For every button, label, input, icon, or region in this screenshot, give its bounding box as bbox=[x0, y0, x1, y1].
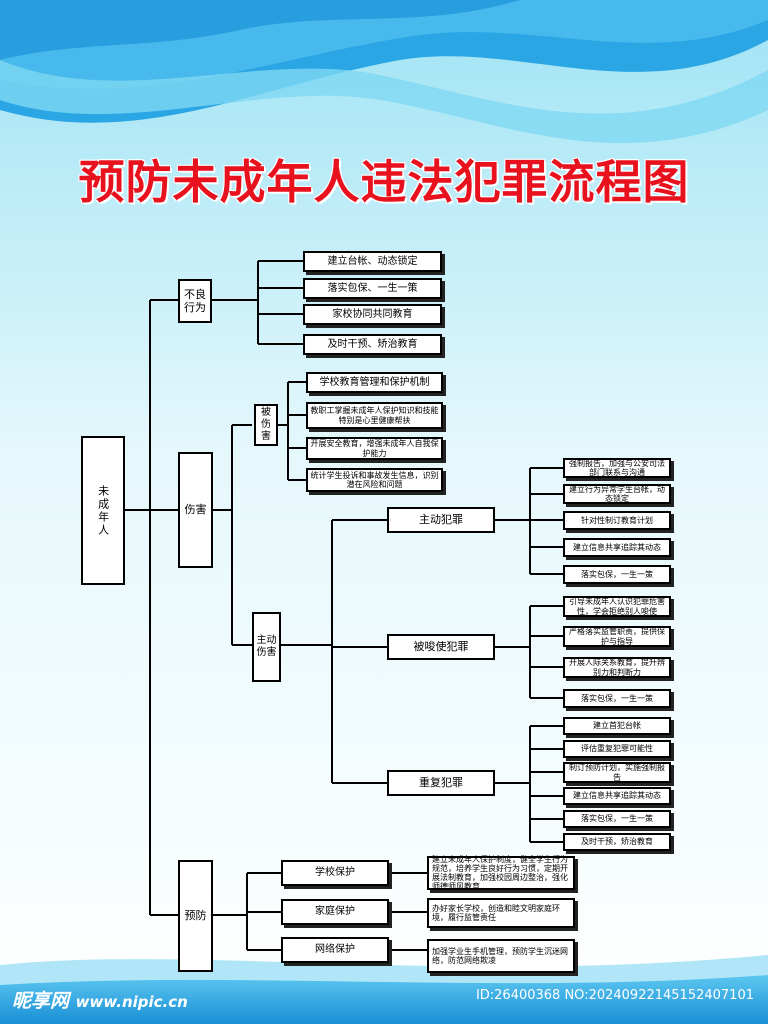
proactive-item-1: 强制报告，加强与公安司法部门联系与沟通 bbox=[563, 458, 671, 478]
node-active-harm: 主动伤害 bbox=[252, 612, 281, 682]
bad-behavior-item-2: 落实包保、一生一策 bbox=[303, 278, 442, 299]
victim-item-3: 开展安全教育，增强未成年人自我保护能力 bbox=[306, 437, 443, 460]
node-victim: 被伤害 bbox=[254, 404, 278, 446]
node-harm: 伤害 bbox=[178, 452, 213, 568]
victim-item-4: 统计学生投诉和事故发生信息，识别潜在风险和问题 bbox=[306, 468, 443, 492]
proactive-item-3: 针对性制订教育计划 bbox=[563, 511, 671, 530]
repeat-item-3: 制订预防计划，实施强制报告 bbox=[563, 762, 671, 783]
instigated-item-2: 严格落实监管职责，提供保护与指导 bbox=[563, 626, 671, 647]
watermark-id: ID:26400368 NO:20240922145152407101 bbox=[475, 988, 754, 1003]
repeat-item-2: 评估重复犯罪可能性 bbox=[563, 740, 671, 758]
instigated-item-4: 落实包保，一生一策 bbox=[563, 689, 671, 708]
victim-item-1: 学校教育管理和保护机制 bbox=[306, 372, 443, 393]
node-proactive-crime: 主动犯罪 bbox=[387, 507, 495, 533]
instigated-item-1: 引导未成年人认识犯罪危害性，学会拒绝别人唆使 bbox=[563, 596, 671, 617]
repeat-item-1: 建立首犯台帐 bbox=[563, 717, 671, 735]
node-network-protection: 网络保护 bbox=[281, 937, 389, 963]
family-protection-desc: 办好家长学校，创造和睦文明家庭环境，履行监管责任 bbox=[427, 898, 575, 928]
watermark-site: www.nipic.cn bbox=[75, 993, 188, 1011]
node-repeat-crime: 重复犯罪 bbox=[387, 770, 495, 796]
bad-behavior-item-3: 家校协同共同教育 bbox=[303, 304, 442, 325]
root-node: 未成年人 bbox=[81, 436, 125, 585]
node-prevention: 预防 bbox=[178, 860, 213, 972]
watermark-brand: 昵享网 bbox=[12, 990, 70, 1012]
victim-item-2: 教职工掌握未成年人保护知识和技能特别是心里健康帮扶 bbox=[306, 402, 443, 429]
repeat-item-5: 落实包保，一生一策 bbox=[563, 810, 671, 828]
repeat-item-4: 建立信息共享追踪其动态 bbox=[563, 787, 671, 805]
node-family-protection: 家庭保护 bbox=[281, 899, 389, 925]
proactive-item-5: 落实包保，一生一策 bbox=[563, 565, 671, 584]
bad-behavior-item-1: 建立台帐、动态锁定 bbox=[303, 251, 442, 272]
page-title: 预防未成年人违法犯罪流程图 bbox=[78, 155, 690, 209]
proactive-item-4: 建立信息共享追踪其动态 bbox=[563, 538, 671, 557]
network-protection-desc: 加强学业生手机管理，预防学生沉迷网络，防范网络欺凌 bbox=[427, 939, 575, 973]
watermark-logo: 昵享网 www.nipic.cn bbox=[12, 986, 188, 1013]
node-bad-behavior: 不良行为 bbox=[178, 279, 212, 323]
instigated-item-3: 开展人际关系教育，提升辨别力和判断力 bbox=[563, 657, 671, 678]
node-instigated-crime: 被唆使犯罪 bbox=[387, 634, 495, 660]
repeat-item-6: 及时干预，矫治教育 bbox=[563, 833, 671, 851]
bad-behavior-item-4: 及时干预、矫治教育 bbox=[303, 334, 442, 355]
school-protection-desc: 建立未成年人保护制度，健全学生行为规范，培养学生良好行为习惯，定期开展法制教育，… bbox=[427, 855, 575, 891]
proactive-item-2: 建立行为异常学生台帐，动态锁定 bbox=[563, 484, 671, 504]
node-school-protection: 学校保护 bbox=[281, 860, 389, 886]
